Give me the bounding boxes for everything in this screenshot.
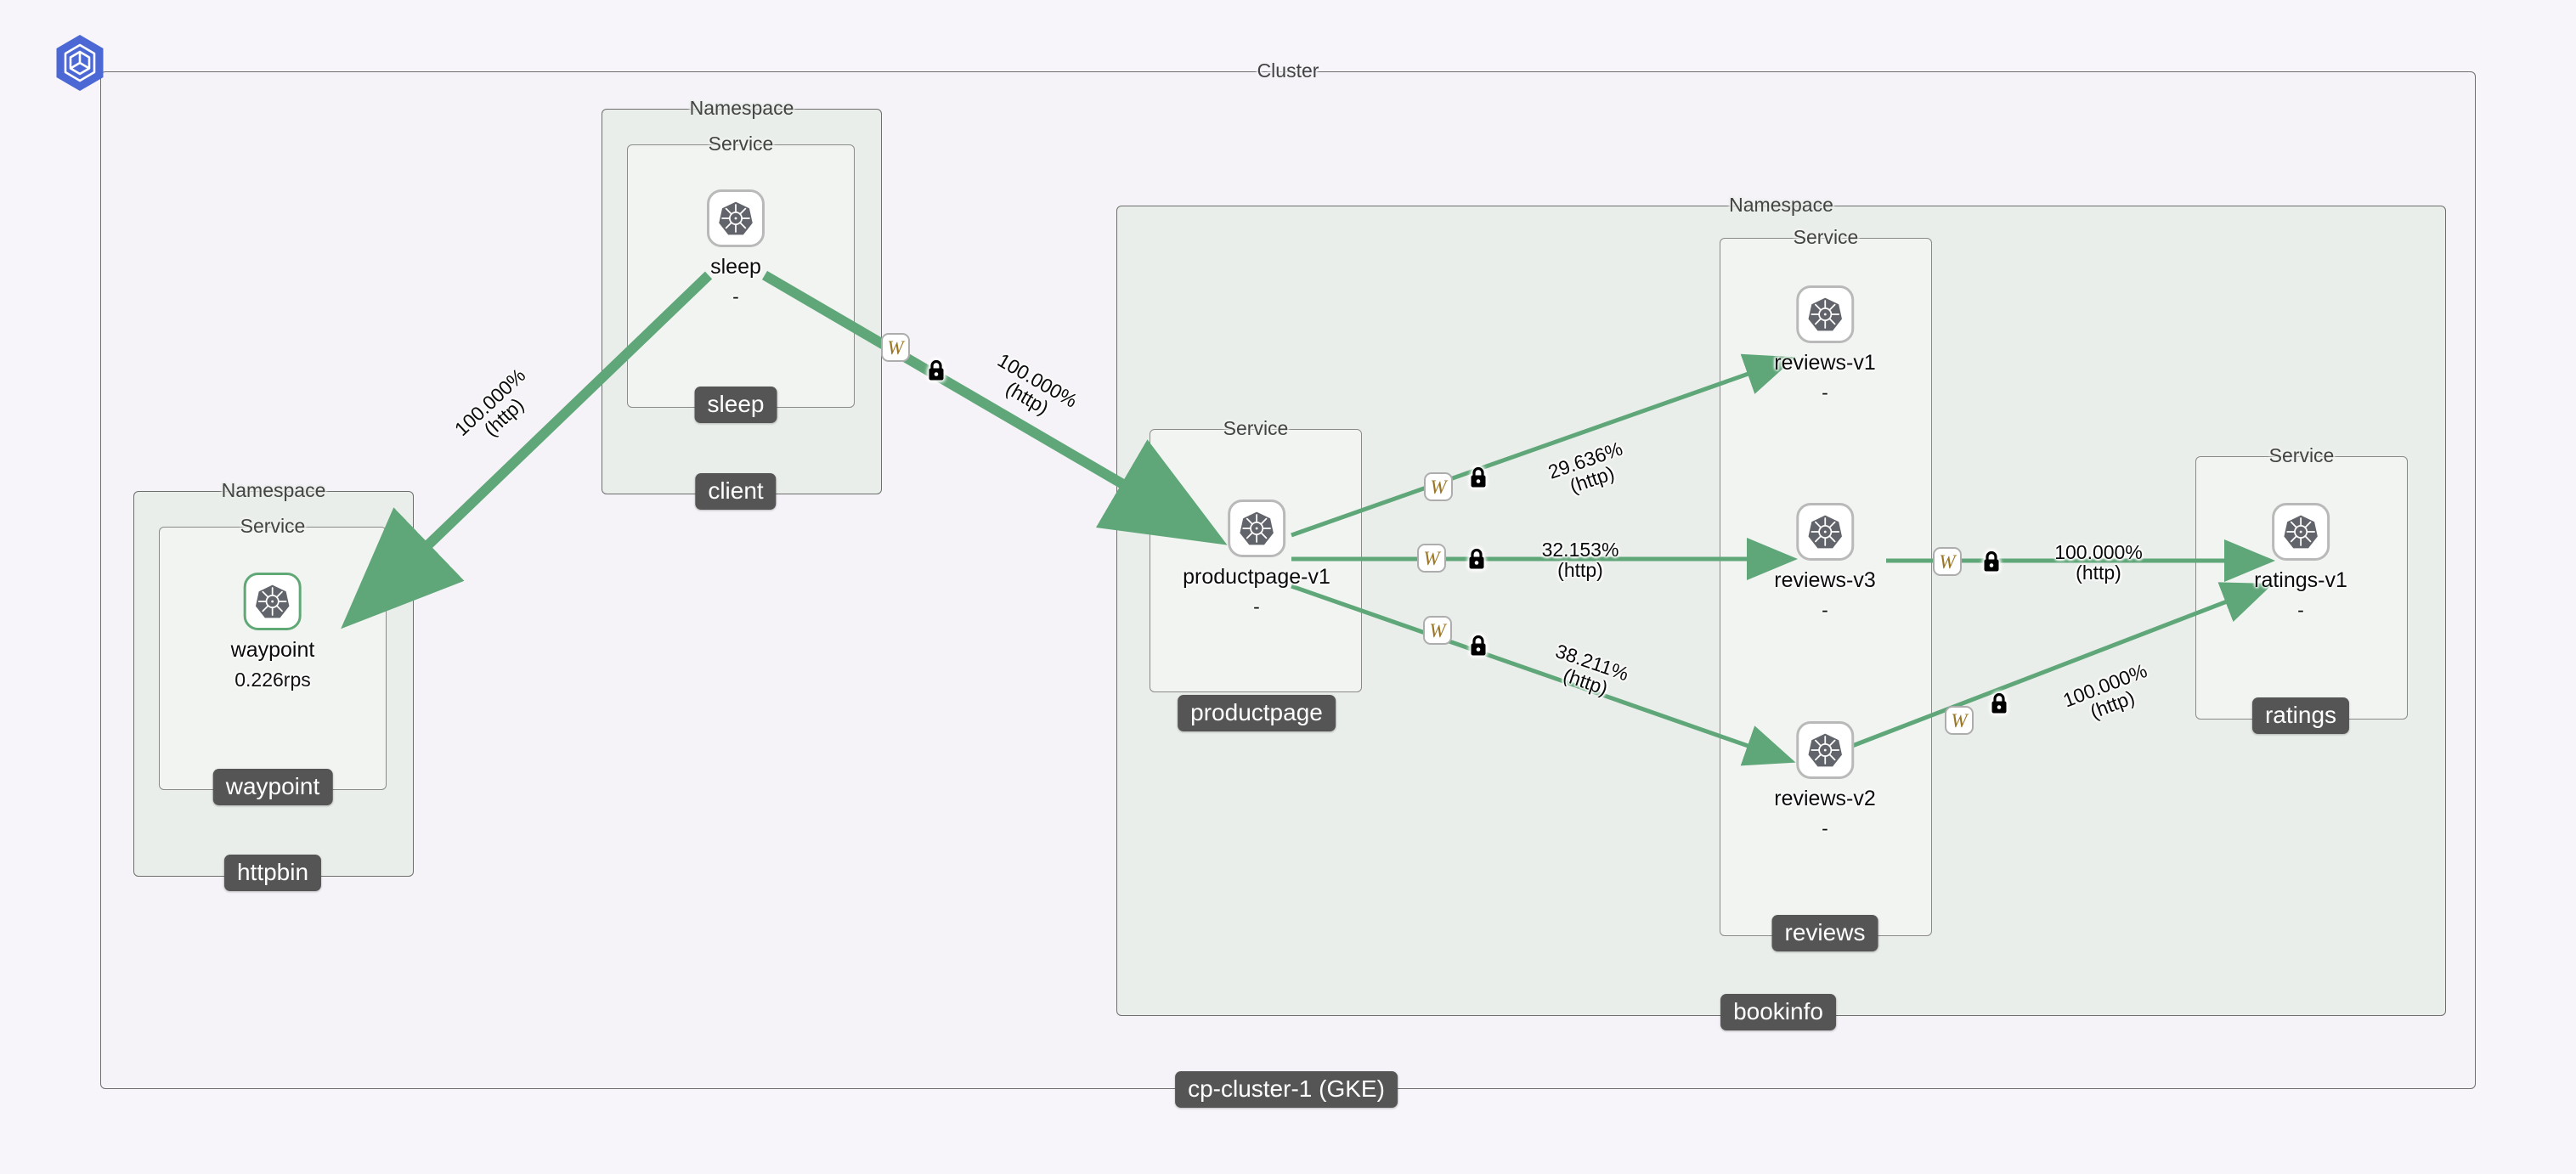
node-label: ratings-v1	[2254, 568, 2347, 592]
node-waypoint[interactable]: waypoint 0.226rps	[230, 573, 315, 691]
node-shape[interactable]	[243, 573, 302, 630]
node-shape[interactable]	[2271, 503, 2330, 561]
namespace-badge-client[interactable]: client	[695, 473, 777, 511]
waypoint-badge-reviews-v3-ratings[interactable]: W	[1933, 547, 1962, 576]
lock-icon-sleep-productpage	[925, 358, 947, 383]
node-sublabel: -	[2297, 599, 2304, 621]
lock-icon-reviews-v2-ratings	[1988, 691, 2010, 716]
node-reviews-v2[interactable]: reviews-v2 -	[1774, 721, 1876, 840]
waypoint-badge-reviews-v2-ratings[interactable]: W	[1945, 706, 1974, 735]
service-badge-reviews[interactable]: reviews	[1771, 915, 1878, 952]
node-shape[interactable]	[1795, 503, 1854, 561]
node-sleep[interactable]: sleep -	[707, 189, 765, 308]
kubernetes-icon	[1808, 297, 1842, 331]
node-shape[interactable]	[1227, 500, 1285, 557]
waypoint-badge-productpage-reviews-v1[interactable]: W	[1424, 472, 1453, 501]
node-label: reviews-v1	[1774, 351, 1876, 375]
kubernetes-icon	[1808, 733, 1842, 767]
node-label: reviews-v2	[1774, 787, 1876, 810]
node-productpage-v1[interactable]: productpage-v1 -	[1183, 500, 1330, 618]
cluster-caption: Cluster	[1257, 59, 1319, 82]
lock-icon-productpage-reviews-v2	[1467, 633, 1489, 658]
service-badge-ratings[interactable]: ratings	[2251, 697, 2350, 735]
node-sublabel: -	[1822, 381, 1828, 404]
node-reviews-v1[interactable]: reviews-v1 -	[1774, 285, 1876, 404]
node-shape[interactable]	[707, 189, 765, 247]
node-label: waypoint	[230, 638, 315, 662]
service-badge-productpage[interactable]: productpage	[1178, 695, 1336, 732]
node-ratings-v1[interactable]: ratings-v1 -	[2254, 503, 2347, 622]
service-caption: Service	[240, 515, 306, 537]
node-reviews-v3[interactable]: reviews-v3 -	[1774, 503, 1876, 622]
edge-protocol: (http)	[1557, 559, 1603, 582]
waypoint-badge-productpage-reviews-v2[interactable]: W	[1423, 616, 1452, 645]
edge-label-productpage-reviews-v3: 32.153% (http)	[1521, 539, 1640, 581]
lock-icon-productpage-reviews-v3	[1466, 546, 1488, 572]
namespace-caption: Namespace	[1729, 194, 1833, 216]
kubernetes-icon	[719, 201, 753, 235]
namespace-caption: Namespace	[221, 479, 326, 501]
edge-percent: 100.000%	[2054, 541, 2143, 563]
kubernetes-icon	[2284, 515, 2318, 549]
node-sublabel: -	[732, 285, 739, 308]
service-caption: Service	[1223, 417, 1289, 439]
service-badge-sleep[interactable]: sleep	[694, 387, 777, 424]
waypoint-badge-sleep-productpage[interactable]: W	[881, 333, 910, 362]
namespace-badge-httpbin[interactable]: httpbin	[223, 855, 322, 892]
node-shape[interactable]	[1795, 285, 1854, 343]
kubernetes-icon	[256, 584, 290, 618]
lock-icon-reviews-v3-ratings	[1980, 549, 2003, 574]
namespace-caption: Namespace	[689, 97, 794, 119]
node-shape[interactable]	[1795, 721, 1854, 779]
node-sublabel: -	[1822, 599, 1828, 621]
node-label: reviews-v3	[1774, 568, 1876, 592]
lock-icon-productpage-reviews-v1	[1467, 465, 1489, 490]
kubernetes-icon	[1240, 511, 1274, 545]
waypoint-badge-productpage-reviews-v3[interactable]: W	[1417, 544, 1446, 573]
node-sublabel: -	[1253, 595, 1260, 618]
node-label: sleep	[710, 255, 761, 279]
service-caption: Service	[1793, 226, 1859, 248]
node-sublabel: 0.226rps	[234, 669, 311, 691]
edge-percent: 32.153%	[1541, 539, 1619, 561]
kubernetes-icon	[1808, 515, 1842, 549]
service-caption: Service	[708, 133, 774, 155]
cluster-badge[interactable]: cp-cluster-1 (GKE)	[1175, 1071, 1398, 1109]
node-sublabel: -	[1822, 817, 1828, 839]
service-badge-waypoint[interactable]: waypoint	[212, 769, 333, 806]
node-label: productpage-v1	[1183, 565, 1330, 589]
edge-protocol: (http)	[2076, 562, 2121, 584]
namespace-badge-bookinfo[interactable]: bookinfo	[1720, 994, 1836, 1031]
service-caption: Service	[2268, 444, 2335, 466]
edge-label-reviews-v3-ratings: 100.000% (http)	[2039, 542, 2158, 584]
kubernetes-cluster-hex-icon[interactable]	[54, 34, 106, 92]
